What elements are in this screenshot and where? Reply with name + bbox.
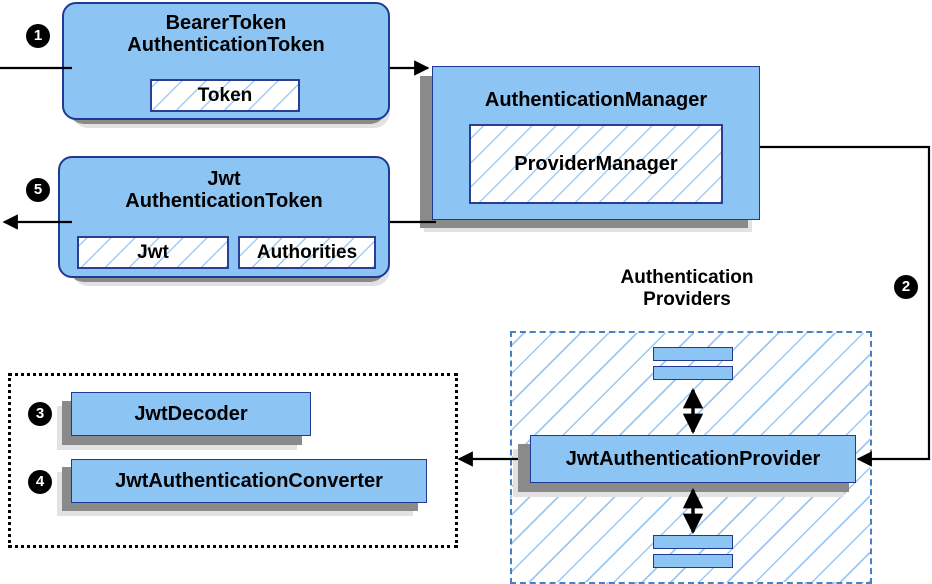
node-title: AuthenticationManager [484, 89, 708, 111]
provider-stack-bar-top-1 [653, 347, 733, 361]
slot-token: Token [150, 79, 300, 112]
badge-step-3: 3 [28, 402, 52, 426]
node-title-line-2: AuthenticationToken [125, 190, 323, 213]
slot-authorities: Authorities [238, 236, 376, 269]
node-title: JwtAuthenticationProvider [565, 448, 821, 470]
slot-token-label: Token [197, 84, 253, 106]
slot-authorities-label: Authorities [256, 241, 358, 263]
badge-step-2: 2 [894, 275, 918, 299]
node-title: JwtDecoder [134, 403, 248, 425]
provider-stack-bar-top-2 [653, 366, 733, 380]
slot-jwt: Jwt [77, 236, 229, 269]
provider-stack-bar-bottom-2 [653, 554, 733, 568]
caption-line-1: Authentication [620, 267, 754, 288]
badge-step-1: 1 [26, 24, 50, 48]
slot-jwt-label: Jwt [137, 241, 169, 263]
node-title-line-1: Jwt [207, 168, 241, 190]
provider-stack-bar-bottom-1 [653, 535, 733, 549]
node-jwt-decoder[interactable]: JwtDecoder [71, 392, 311, 436]
group-authentication-providers-caption: Authentication Providers [567, 267, 807, 311]
node-title-line-2: AuthenticationToken [127, 34, 325, 57]
node-jwt-authentication-converter[interactable]: JwtAuthenticationConverter [71, 459, 427, 503]
group-jwt-support-components [8, 373, 458, 548]
slot-provider-manager: ProviderManager [469, 124, 723, 204]
caption-line-2: Providers [643, 288, 731, 310]
node-title-line-1: BearerToken [165, 12, 287, 34]
node-title: JwtAuthenticationConverter [115, 470, 383, 492]
slot-provider-manager-label: ProviderManager [514, 152, 678, 175]
node-jwt-authentication-provider[interactable]: JwtAuthenticationProvider [530, 435, 856, 483]
badge-step-5: 5 [26, 178, 50, 202]
badge-step-4: 4 [28, 470, 52, 494]
